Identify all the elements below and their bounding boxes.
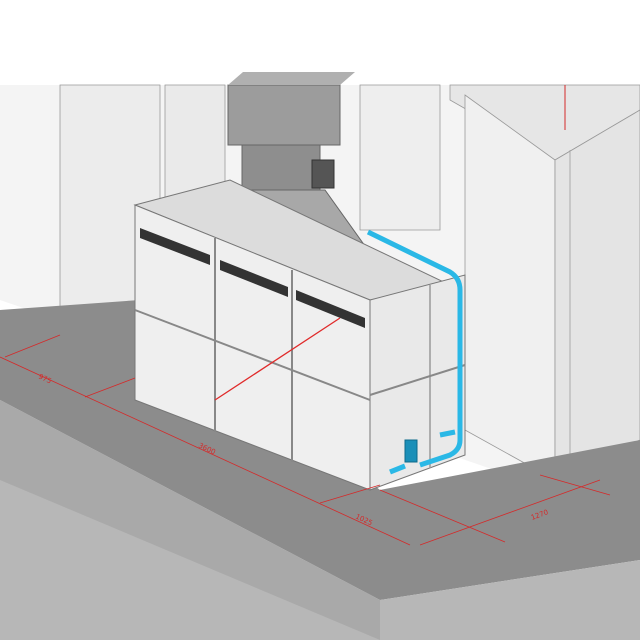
- dimension-lines: [0, 334, 611, 546]
- water-pipe: [366, 229, 463, 475]
- pump: [404, 439, 418, 463]
- fan-motor: [311, 159, 335, 189]
